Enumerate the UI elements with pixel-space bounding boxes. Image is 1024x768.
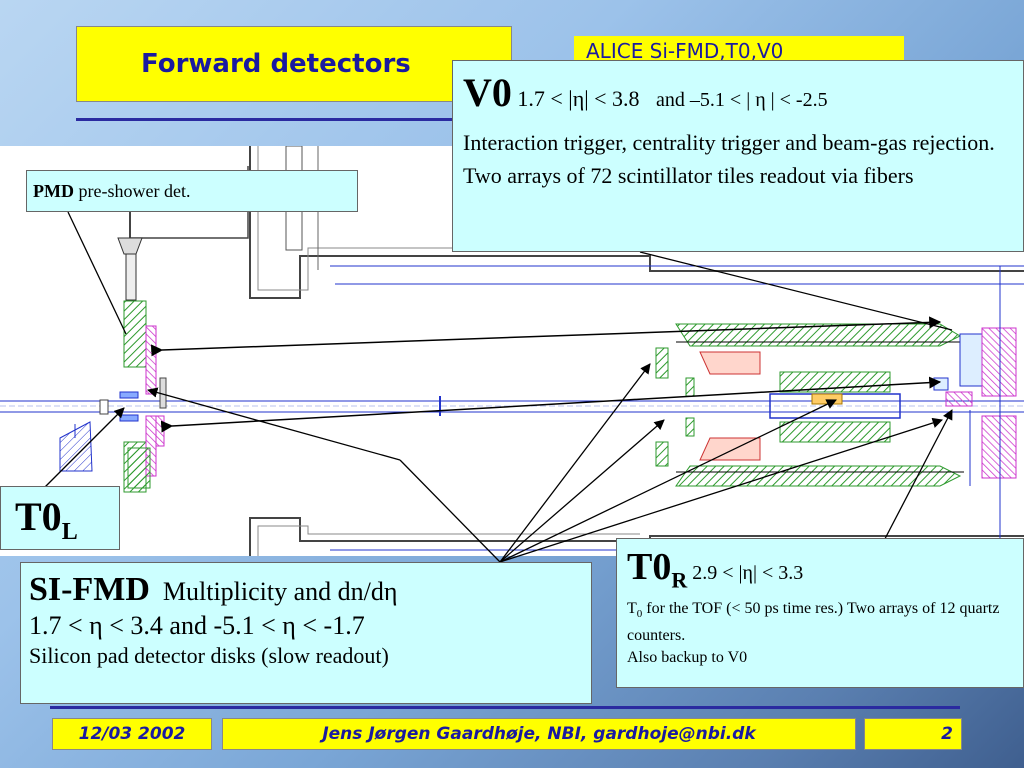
its-inner-top: [779, 371, 891, 393]
t0-left-top: [119, 391, 139, 399]
v0-right-top: [981, 327, 1017, 397]
t0r-heading: T0R 2.9 < |η| < 3.3: [627, 545, 1013, 594]
t0r-callout: T0R 2.9 < |η| < 3.3 T0 for the TOF (< 50…: [616, 538, 1024, 688]
t0l-name: T0: [15, 494, 62, 539]
v0-left-top: [145, 325, 157, 395]
its-inner-bottom: [779, 421, 891, 443]
pmd-mount: [117, 237, 143, 255]
pmd-lower-block: [127, 447, 151, 489]
fmd-callout: SI-FMD Multiplicity and dn/dη 1.7 < η < …: [20, 562, 592, 704]
its-top-layer: [675, 323, 962, 347]
t0l-callout: T0L: [0, 486, 120, 550]
pmd-callout: PMD pre-shower det.: [26, 170, 358, 212]
fmd-description: Silicon pad detector disks (slow readout…: [29, 643, 389, 668]
its-bottom-layer: [675, 465, 962, 487]
t0-right-mount: [933, 377, 949, 391]
pmd-description: pre-shower det.: [78, 181, 191, 201]
t0r-body-sub: 0: [636, 607, 643, 620]
v0-description: Interaction trigger, centrality trigger …: [463, 130, 995, 188]
absorber-inner-top: [257, 146, 640, 291]
central-marker: [811, 393, 843, 405]
its-pink-top: [699, 351, 761, 375]
fmd-center-bottom-2: [685, 417, 695, 437]
t0r-name: T0: [627, 546, 672, 588]
footer-date: 12/03 2002: [52, 718, 212, 750]
fmd-center-top-2: [685, 377, 695, 397]
v0-range-2: and –5.1 < | η | < -2.5: [656, 89, 828, 111]
v0-range: 1.7 < |η| < 3.8: [517, 86, 640, 111]
t0-left-bottom: [119, 414, 139, 422]
its-pink-bottom: [699, 437, 761, 461]
footer-divider: [50, 706, 960, 709]
fmd-line1: Multiplicity and dn/dη: [162, 577, 398, 606]
t0r-body-symbol: T: [627, 599, 637, 617]
t0-right: [945, 391, 973, 407]
fmd-center-top-1: [655, 347, 669, 379]
v0-left-bottom-2: [155, 415, 165, 447]
v0-callout: V0 1.7 < |η| < 3.8 and –5.1 < | η | < -2…: [452, 60, 1024, 252]
v0-right-top-frame: [959, 333, 983, 387]
v0-name: V0: [463, 70, 512, 115]
t0r-subscript: R: [671, 567, 688, 593]
left-support-structure: [59, 421, 93, 472]
t0r-body-backup: Also backup to V0: [627, 648, 748, 666]
title-divider: [76, 118, 456, 121]
pmd-stem: [125, 253, 137, 301]
fmd-range: 1.7 < η < 3.4 and -5.1 < η < -1.7: [29, 611, 365, 640]
t0l-subscript: L: [61, 519, 78, 545]
t0r-range: 2.9 < |η| < 3.3: [692, 562, 804, 584]
footer-page-number: 2: [864, 718, 962, 750]
fmd-name: SI-FMD: [29, 571, 150, 608]
left-plate: [159, 377, 167, 409]
fmd-heading: SI-FMD Multiplicity and dn/dη: [29, 571, 583, 609]
pmd-name: PMD: [33, 181, 74, 201]
t0r-body-text: for the TOF (< 50 ps time res.) Two arra…: [627, 599, 1000, 644]
v0-right-bottom: [981, 415, 1017, 479]
t0r-description: T0 for the TOF (< 50 ps time res.) Two a…: [627, 598, 1013, 669]
v0-heading: V0 1.7 < |η| < 3.8 and –5.1 < | η | < -2…: [463, 69, 1013, 116]
slide-title: Forward detectors: [76, 26, 512, 102]
fmd-left-disk-top: [123, 300, 147, 368]
footer-author: Jens Jørgen Gaardhøje, NBI, gardhoje@nbi…: [222, 718, 856, 750]
fmd-center-bottom-1: [655, 441, 669, 467]
left-flange: [99, 399, 109, 415]
